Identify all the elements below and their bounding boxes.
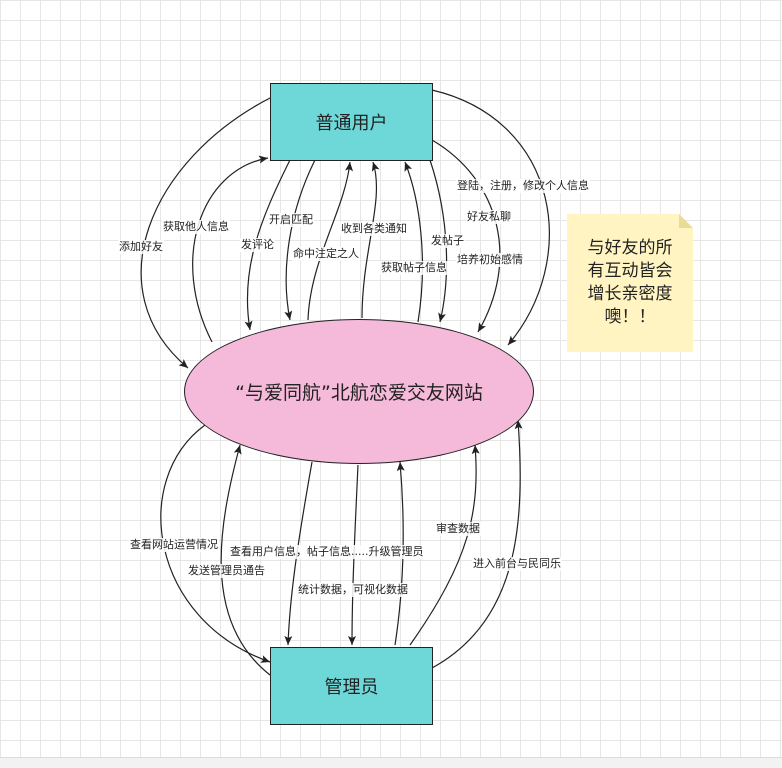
label-statistics: 统计数据，可视化数据 [297, 583, 409, 597]
edge-get-post-info [404, 161, 424, 323]
edge-private-chat [431, 139, 501, 333]
label-view-user-info: 查看用户信息，帖子信息.....升级管理员 [229, 545, 425, 559]
note-line-1: 与好友的所 [587, 238, 673, 258]
edge-review-data [409, 444, 480, 646]
label-build-affection: 培养初始感情 [456, 253, 524, 267]
label-destined: 命中注定之人 [292, 247, 360, 261]
label-enter-frontend: 进入前台与民同乐 [472, 557, 562, 571]
edge-start-match [284, 159, 316, 321]
note-line-4: 噢！！ [604, 307, 656, 327]
node-website[interactable]: “与爱同航”北航恋爱交友网站 [184, 319, 534, 464]
label-get-others-info: 获取他人信息 [162, 220, 230, 234]
label-send-notice: 发送管理员通告 [187, 564, 266, 578]
note-line-3: 增长亲密度 [587, 284, 673, 304]
label-review-data: 审查数据 [435, 522, 481, 536]
label-post: 发帖子 [430, 234, 465, 248]
label-get-post-info: 获取帖子信息 [380, 261, 448, 275]
bottom-scrollbar[interactable] [0, 757, 782, 768]
label-add-friend: 添加好友 [118, 240, 164, 254]
edge-notifications [361, 161, 380, 319]
sticky-note[interactable]: 与好友的所 有互动皆会 增长亲密度 噢！！ [567, 214, 693, 352]
node-admin[interactable]: 管理员 [270, 647, 433, 725]
label-login: 登陆，注册，修改个人信息 [456, 179, 590, 193]
label-notifications: 收到各类通知 [340, 222, 408, 236]
note-line-2: 有互动皆会 [587, 261, 673, 281]
node-regular-user[interactable]: 普通用户 [270, 83, 433, 161]
edge-send-notice [220, 444, 271, 676]
edge-destined [307, 161, 354, 321]
label-private-chat: 好友私聊 [466, 210, 512, 224]
edge-login [431, 89, 550, 346]
label-view-operation: 查看网站运营情况 [129, 538, 219, 552]
label-start-match: 开启匹配 [268, 213, 314, 227]
label-comment: 发评论 [240, 238, 275, 252]
edge-add-friend [140, 97, 271, 369]
